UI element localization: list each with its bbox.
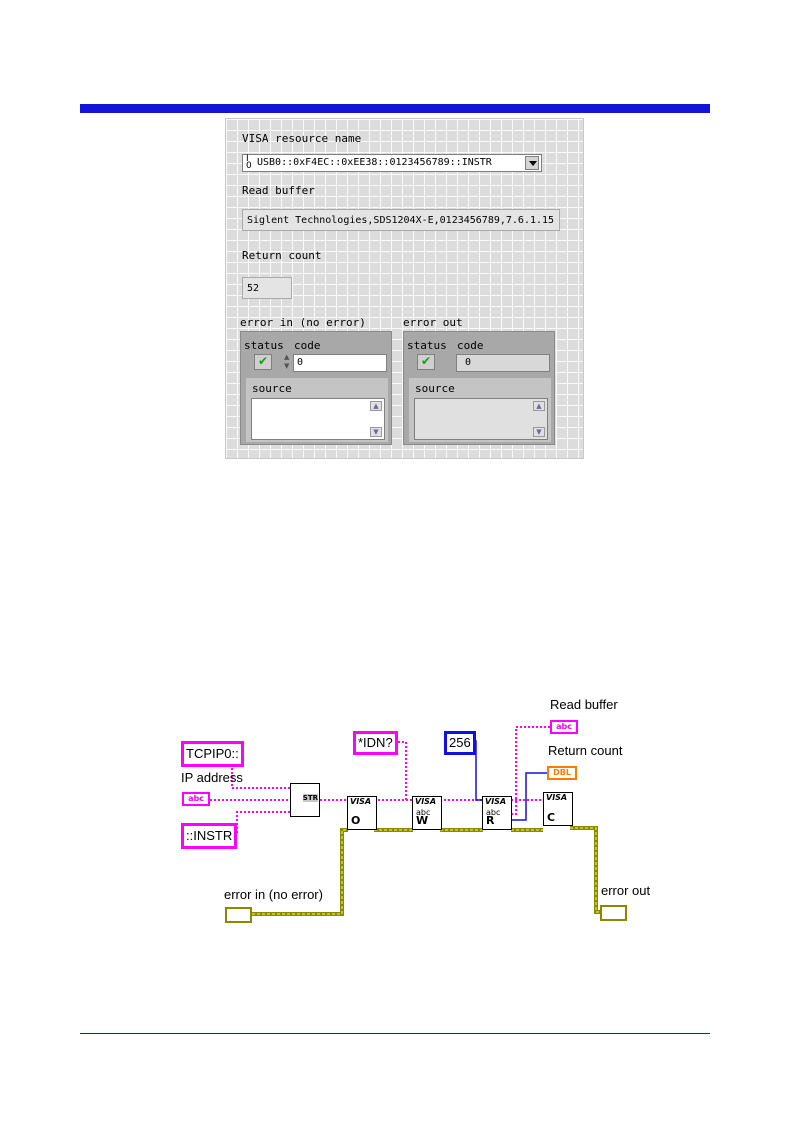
visa-resource-control[interactable]: I 0 USB0::0xF4EC::0xEE38::0123456789::IN… <box>242 154 542 172</box>
scroll-down-icon[interactable]: ▼ <box>370 427 382 437</box>
instr-string-constant[interactable]: ::INSTR <box>181 823 238 849</box>
visa-read-node[interactable]: VISA abc R <box>482 796 512 830</box>
return-count-indicator: 52 <box>242 277 292 299</box>
ip-address-label: IP address <box>181 770 243 785</box>
visa-io-icon: I 0 <box>246 154 252 171</box>
tcpip-string-constant[interactable]: TCPIP0:: <box>181 741 244 767</box>
scroll-up-icon[interactable]: ▲ <box>370 401 382 411</box>
concat-output: STR <box>302 794 318 802</box>
error-out-cluster: status code 0 source ▲ ▼ <box>403 331 555 445</box>
error-in-bd-label: error in (no error) <box>224 887 323 902</box>
wire-read-buffer <box>511 726 550 815</box>
error-in-title: error in (no error) <box>240 316 366 329</box>
read-buffer-value: Siglent Technologies,SDS1204X-E,01234567… <box>247 215 555 226</box>
error-in-code-label: code <box>294 339 321 352</box>
return-count-bd-label: Return count <box>548 743 623 758</box>
idn-query-constant[interactable]: *IDN? <box>353 731 398 755</box>
ip-address-terminal[interactable]: abc <box>182 792 210 806</box>
read-buffer-terminal[interactable]: abc <box>550 720 578 734</box>
wire-idn <box>394 741 407 800</box>
error-out-source-field: ▲ ▼ <box>414 398 548 440</box>
error-in-cluster[interactable]: status code ▲▼ 0 source ▲ ▼ <box>240 331 392 445</box>
error-out-title: error out <box>403 316 463 329</box>
scroll-down-icon[interactable]: ▼ <box>533 427 545 437</box>
scroll-up-icon[interactable]: ▲ <box>533 401 545 411</box>
visa-resource-value: USB0::0xF4EC::0xEE38::0123456789::INSTR <box>257 157 492 168</box>
front-panel: VISA resource name I 0 USB0::0xF4EC::0xE… <box>225 118 584 459</box>
footer-rule <box>80 1033 710 1034</box>
visa-close-node[interactable]: VISA C <box>543 792 573 826</box>
error-out-code-field: 0 <box>456 354 550 372</box>
error-in-source-field[interactable]: ▲ ▼ <box>251 398 385 440</box>
return-count-label: Return count <box>242 249 322 262</box>
concatenate-strings-node[interactable]: STR <box>290 783 320 817</box>
error-out-status-indicator <box>417 354 435 370</box>
read-buffer-bd-label: Read buffer <box>550 697 618 712</box>
error-in-status-checkbox[interactable] <box>254 354 272 370</box>
visa-resource-label: VISA resource name <box>242 132 362 145</box>
error-out-code-label: code <box>457 339 484 352</box>
numeric-increment-icon[interactable]: ▲▼ <box>284 353 290 370</box>
byte-count-constant[interactable]: 256 <box>444 731 476 755</box>
return-count-terminal[interactable]: DBL <box>547 766 577 780</box>
wire-return-count <box>511 772 547 821</box>
return-count-value: 52 <box>247 283 260 294</box>
error-out-bd-label: error out <box>601 883 651 898</box>
dropdown-arrow-icon[interactable] <box>525 156 539 170</box>
visa-open-node[interactable]: VISA O <box>347 796 377 830</box>
error-in-status-label: status <box>244 339 284 352</box>
visa-write-node[interactable]: VISA abc W <box>412 796 442 830</box>
read-buffer-indicator: Siglent Technologies,SDS1204X-E,01234567… <box>242 209 560 231</box>
error-in-terminal[interactable] <box>225 907 252 923</box>
error-in-source-label: source <box>252 382 292 395</box>
error-out-status-label: status <box>407 339 447 352</box>
read-buffer-label: Read buffer <box>242 184 315 197</box>
error-out-terminal[interactable] <box>600 905 627 921</box>
error-out-source-label: source <box>415 382 455 395</box>
header-bar <box>80 104 710 113</box>
error-in-code-field[interactable]: 0 <box>293 354 387 372</box>
